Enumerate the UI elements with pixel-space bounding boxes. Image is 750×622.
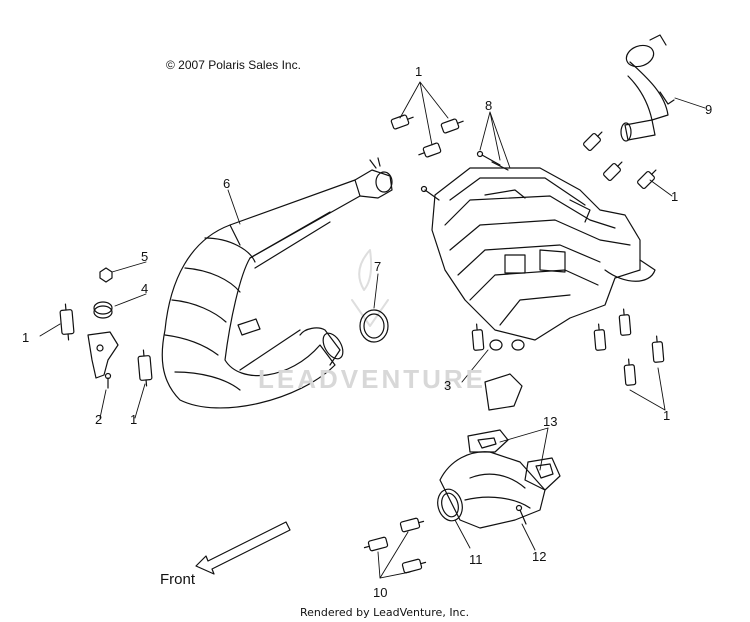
leader-lines: [39, 81, 706, 579]
callout-6: 6: [223, 176, 231, 191]
watermark-text: LEADVENTURE: [258, 364, 487, 394]
copyright-text: © 2007 Polaris Sales Inc.: [166, 58, 301, 72]
callout-1-right: 1: [671, 189, 679, 204]
front-arrow: [195, 521, 291, 575]
callout-11: 11: [469, 552, 483, 567]
muffler: [431, 167, 656, 341]
callout-1-top: 1: [415, 64, 423, 79]
callout-7: 7: [374, 259, 382, 274]
callout-1-bottom-right: 1: [663, 408, 671, 423]
callout-13: 13: [543, 414, 558, 429]
callout-8: 8: [485, 98, 493, 113]
callout-2: 2: [95, 412, 103, 427]
callout-3: 3: [444, 378, 452, 393]
inlet-pipe: [620, 34, 675, 142]
grommet: [93, 301, 113, 319]
watermark-logo: [351, 249, 389, 327]
mounting-bracket: [87, 331, 119, 389]
callout-5: 5: [141, 249, 149, 264]
callout-10: 10: [373, 585, 388, 600]
callout-4: 4: [141, 281, 149, 296]
springs: [59, 114, 665, 574]
gasket-ring: [359, 309, 389, 343]
manifold-gaskets: [467, 429, 561, 491]
bracket-grommet: [484, 339, 525, 411]
nut: [99, 267, 113, 283]
front-label: Front: [160, 571, 196, 588]
stud: [515, 504, 527, 525]
callout-1-left: 1: [22, 330, 30, 345]
bolts: [420, 150, 509, 201]
exhaust-pipe: [161, 157, 393, 409]
callout-9: 9: [705, 102, 713, 117]
callout-1-bottom-left: 1: [130, 412, 138, 427]
footer-credit: Rendered by LeadVenture, Inc.: [300, 606, 470, 619]
callout-12: 12: [532, 549, 547, 564]
